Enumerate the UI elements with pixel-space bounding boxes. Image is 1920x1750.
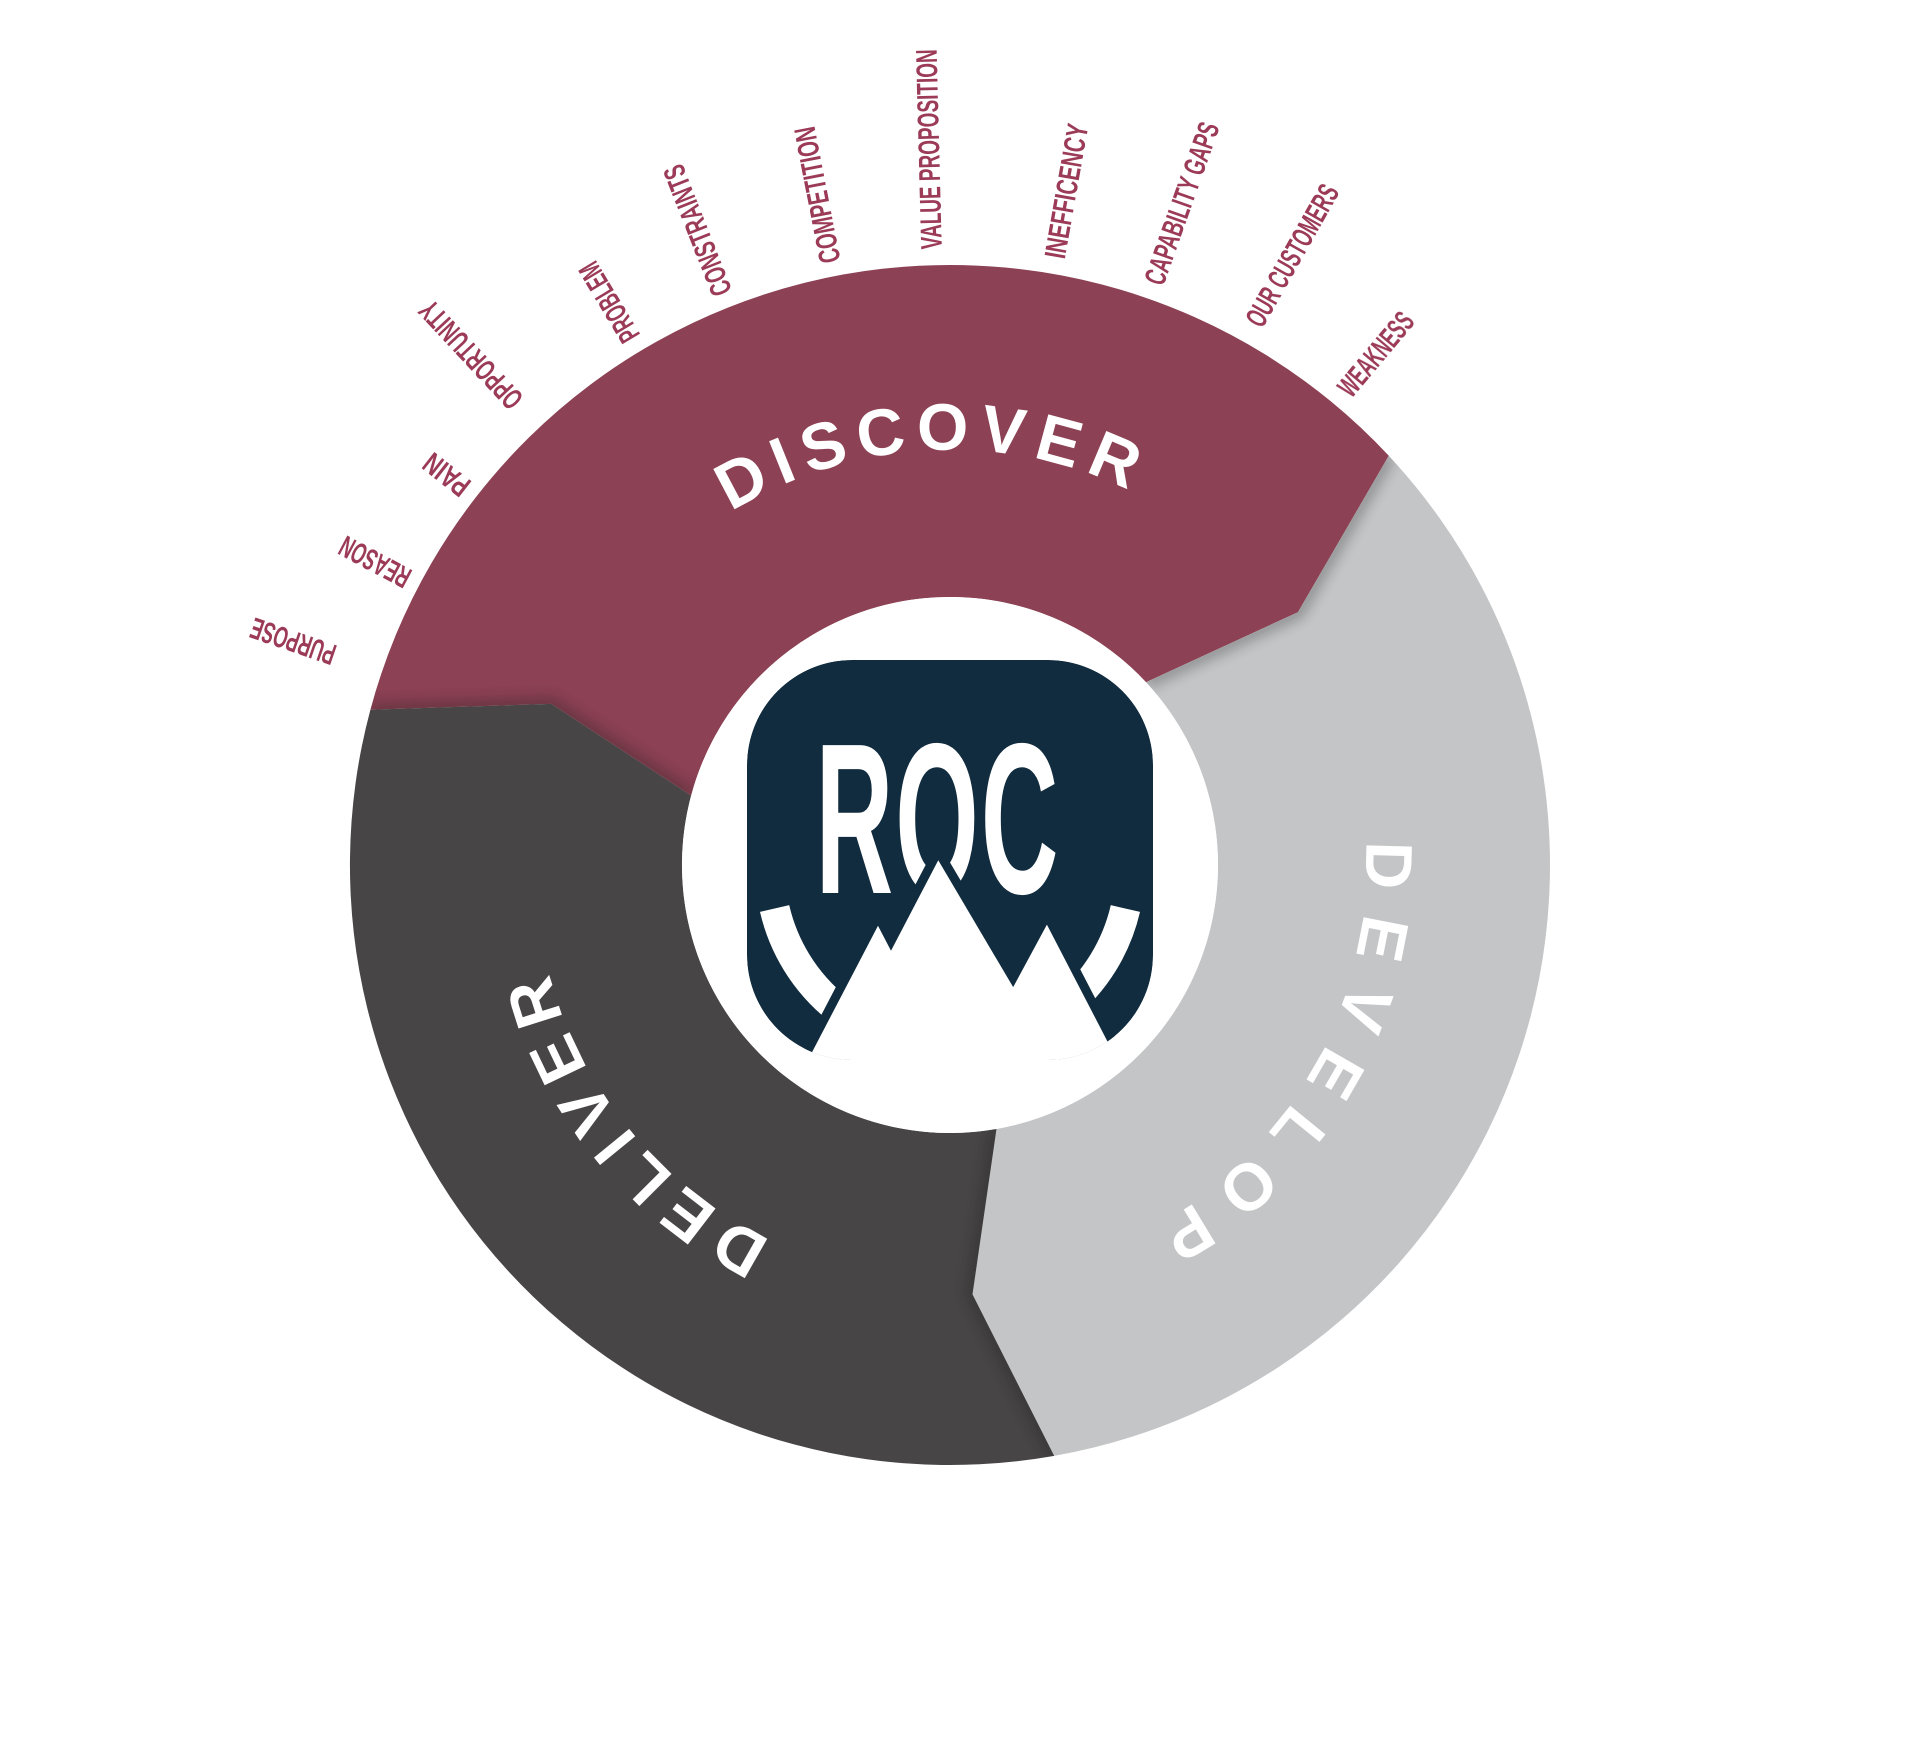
radial-label-problem: PROBLEM	[573, 256, 647, 348]
radial-label-capability-gaps: CAPABILITY GAPS	[1139, 118, 1227, 289]
radial-label-value-proposition: VALUE PROPOSITION	[911, 49, 949, 250]
roc-logo: ROC	[747, 660, 1153, 1060]
radial-label-pain: PAIN	[417, 446, 477, 503]
radial-label-inefficency: INEFFICENCY	[1039, 121, 1095, 261]
mountain-icon	[798, 841, 1126, 1060]
radial-label-purpose: PURPOSE	[246, 611, 340, 671]
radial-label-constraints: CONSTRAINTS	[658, 160, 739, 300]
radial-label-competition: COMPETITION	[789, 124, 848, 266]
radial-label-our-customers: OUR CUSTOMERS	[1240, 179, 1347, 333]
radial-label-reason: REASON	[334, 529, 417, 594]
radial-label-opportunity: OPPORTUNITY	[413, 293, 530, 415]
radial-label-weakness: WEAKNESS	[1331, 306, 1421, 404]
